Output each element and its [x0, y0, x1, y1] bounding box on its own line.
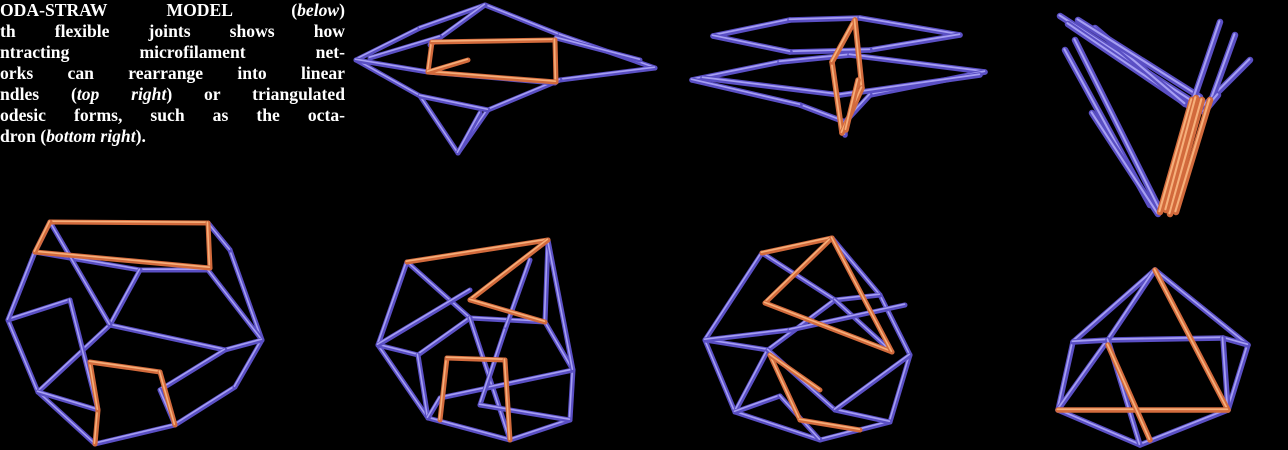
straw-highlight [712, 35, 789, 51]
model-stacked-diamonds [691, 17, 985, 135]
straw-highlight [207, 269, 261, 339]
straw-strut-blue [713, 20, 790, 36]
straw-highlight [94, 424, 174, 443]
straw-highlight [49, 221, 207, 222]
straw-strut-blue [418, 318, 470, 355]
straw-highlight [37, 324, 109, 391]
straw-highlight [109, 324, 224, 349]
straw-strut-orange [428, 60, 468, 72]
straw-strut-blue [175, 387, 235, 425]
model-triangulated-icosahedron [704, 237, 910, 440]
straw-highlight [7, 251, 34, 319]
straw-highlight [859, 17, 959, 34]
straw-highlight [229, 249, 261, 339]
straw-highlight [704, 339, 734, 411]
model-linear-bundle [1059, 15, 1250, 214]
model-flat-star [355, 4, 655, 153]
straw-highlight [1091, 112, 1157, 213]
straw-highlight [159, 349, 224, 389]
straw-highlight [419, 4, 484, 27]
straw-highlight [417, 317, 469, 354]
straw-strut-blue [160, 350, 225, 390]
straw-highlight [427, 397, 439, 417]
straw-highlight [49, 221, 109, 324]
straw-highlight [704, 329, 789, 339]
straw-strut-blue [835, 355, 910, 410]
model-twisted-icosahedron [377, 239, 573, 440]
straw-strut-blue [560, 68, 655, 80]
straw-highlight [712, 19, 789, 35]
straw-highlight [849, 54, 984, 71]
straw-strut-blue [705, 330, 790, 340]
straw-strut-blue [835, 295, 880, 300]
straw-highlight [761, 252, 834, 299]
straw-highlight [457, 112, 479, 152]
straw-strut-blue [38, 325, 110, 392]
straw-highlight [7, 319, 37, 391]
straw-highlight [554, 39, 555, 81]
straw-highlight [704, 252, 761, 339]
model-octahedron [1057, 269, 1248, 445]
straw-strut-blue [458, 113, 480, 153]
straw-highlight [559, 67, 654, 79]
straw-highlight [89, 361, 159, 371]
straw-highlight [479, 404, 569, 419]
straw-highlight [109, 269, 139, 324]
straw-highlight [1227, 344, 1247, 409]
straw-strut-blue [95, 425, 175, 444]
straw-highlight [869, 34, 959, 49]
straw-highlight [555, 37, 639, 59]
model-cuboctahedron [7, 221, 262, 444]
straw-highlight [1057, 409, 1139, 444]
straw-strut-blue [870, 35, 960, 50]
straw-strut-blue [1140, 410, 1228, 445]
straw-highlight [509, 419, 569, 439]
straw-highlight [484, 4, 559, 34]
straw-highlight [834, 409, 889, 421]
straw-strut-blue [705, 253, 762, 340]
straw-highlight [427, 59, 467, 71]
straw-strut-blue [8, 252, 35, 320]
straw-highlight [34, 221, 49, 251]
straw-highlight [479, 329, 504, 404]
straw-strut-blue [110, 270, 140, 325]
straw-highlight [174, 386, 234, 424]
straw-strut-orange [35, 222, 50, 252]
straw-highlight [377, 289, 469, 344]
straw-highlight [1139, 409, 1227, 444]
straw-strut-blue [510, 420, 570, 440]
straw-highlight [1107, 344, 1149, 439]
straw-strut-blue [420, 5, 485, 28]
straw-highlight [1154, 269, 1247, 344]
